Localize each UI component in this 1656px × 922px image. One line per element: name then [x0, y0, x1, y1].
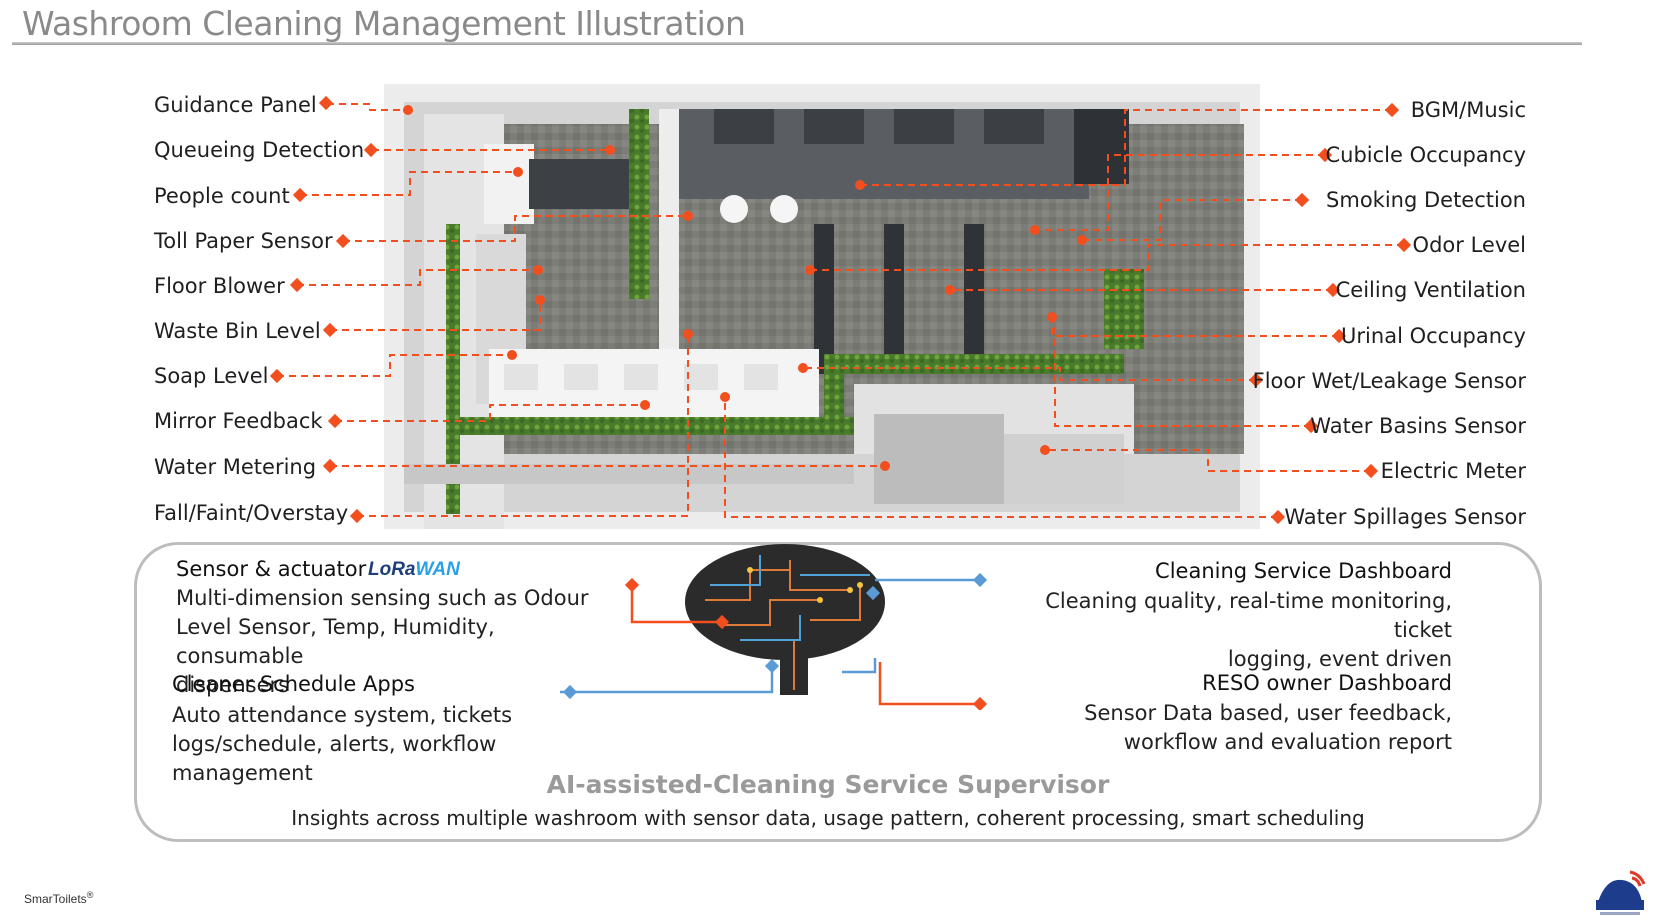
label-smoking-detection: Smoking Detection — [1326, 188, 1526, 212]
label-water-spillages-sensor: Water Spillages Sensor — [1284, 505, 1526, 529]
washroom-logo-icon — [1596, 870, 1646, 915]
smartoilets-brand-text: SmarToilets — [24, 892, 87, 906]
supervisor-title: AI-assisted-Cleaning Service Supervisor — [546, 770, 1110, 799]
label-water-basins-sensor: Water Basins Sensor — [1310, 414, 1526, 438]
lorawan-badge-lo: LoRa — [368, 559, 416, 580]
cleaning-dashboard-line: Cleaning quality, real-time monitoring, … — [1045, 589, 1452, 642]
cleaning-dashboard-line: logging, event driven — [1227, 647, 1452, 671]
cleaner-line: logs/schedule, alerts, workflow — [172, 732, 497, 756]
brain-icon — [685, 544, 885, 695]
label-fall-faint-overstay: Fall/Faint/Overstay — [154, 501, 349, 525]
label-cubicle-occupancy: Cubicle Occupancy — [1325, 143, 1526, 167]
supervisor-description: Insights across multiple washroom with s… — [291, 806, 1365, 830]
reso-dashboard-line: Sensor Data based, user feedback, — [1084, 701, 1452, 725]
reso-dashboard-line: workflow and evaluation report — [1123, 730, 1452, 754]
cleaner-schedule-description: Auto attendance system, tickets logs/sch… — [172, 701, 572, 788]
label-ceiling-ventilation: Ceiling Ventilation — [1335, 278, 1526, 302]
cleaner-schedule-heading: Cleaner Schedule Apps — [172, 672, 415, 696]
cleaning-dashboard-description: Cleaning quality, real-time monitoring, … — [982, 587, 1452, 674]
label-guidance-panel: Guidance Panel — [154, 93, 317, 117]
label-odor-level: Odor Level — [1412, 233, 1526, 257]
label-waste-bin-level: Waste Bin Level — [154, 319, 321, 343]
reso-dashboard-description: Sensor Data based, user feedback, workfl… — [1032, 699, 1452, 757]
washroom-floor-plan — [384, 84, 1260, 529]
sensor-line: dispensers — [176, 673, 290, 697]
label-bgm-music: BGM/Music — [1410, 98, 1526, 122]
sensor-actuator-description: Multi-dimension sensing such as Odour Le… — [176, 584, 616, 700]
label-mirror-feedback: Mirror Feedback — [154, 409, 323, 433]
lorawan-badge: LoRaWAN — [368, 559, 460, 581]
cleaner-connector — [562, 684, 578, 700]
label-water-metering: Water Metering — [154, 455, 317, 479]
sensor-line: Level Sensor, Temp, Humidity, consumable — [176, 615, 495, 668]
sensor-actuator-heading: Sensor & actuator — [176, 557, 367, 581]
registered-mark: ® — [86, 890, 94, 900]
label-electric-meter: Electric Meter — [1380, 459, 1526, 483]
page-title: Washroom Cleaning Management Illustratio… — [22, 4, 746, 43]
label-floor-wet-leakage-sensor: Floor Wet/Leakage Sensor — [1252, 369, 1526, 393]
smartoilets-brand: SmarToilets® — [24, 890, 93, 906]
cleaner-line: Auto attendance system, tickets — [172, 703, 513, 727]
lorawan-badge-wan: WAN — [415, 559, 460, 580]
title-divider — [12, 42, 1582, 45]
label-toll-paper-sensor: Toll Paper Sensor — [154, 229, 333, 253]
ai-brain-illustration — [560, 544, 988, 710]
cleaner-line: management — [172, 761, 313, 785]
label-queueing-detection: Queueing Detection — [154, 138, 365, 162]
cleaning-dashboard-heading: Cleaning Service Dashboard — [1155, 559, 1452, 583]
reso-dashboard-heading: RESO owner Dashboard — [1202, 671, 1452, 695]
label-people-count: People count — [154, 184, 290, 208]
sensor-line: Multi-dimension sensing such as Odour — [176, 586, 589, 610]
label-floor-blower: Floor Blower — [154, 274, 285, 298]
label-soap-level: Soap Level — [154, 364, 269, 388]
label-urinal-occupancy: Urinal Occupancy — [1341, 324, 1526, 348]
